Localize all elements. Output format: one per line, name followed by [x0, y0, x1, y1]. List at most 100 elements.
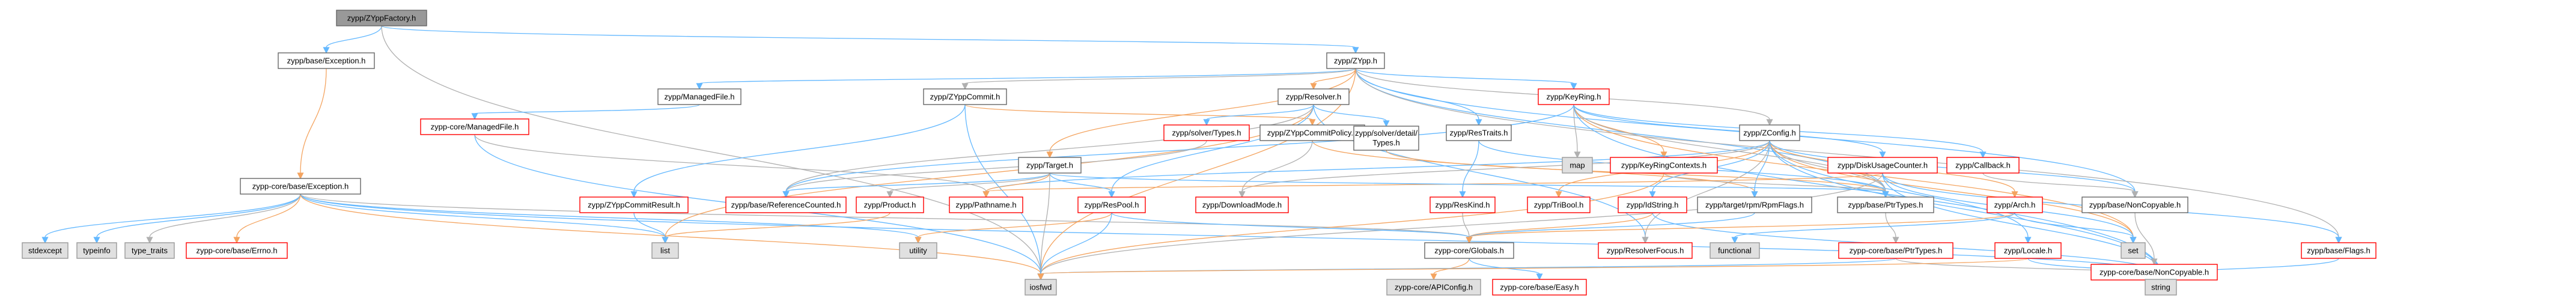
- edge-zyppcommit-to-iosfwd: [964, 104, 1044, 281]
- node-resolverfocus[interactable]: zypp/ResolverFocus.h: [1598, 242, 1693, 259]
- node-label: set: [2128, 246, 2139, 255]
- node-keyringcontexts[interactable]: zypp/KeyRingContexts.h: [1610, 157, 1718, 174]
- node-label: zypp/Arch.h: [1994, 201, 2036, 210]
- node-core_exception[interactable]: zypp-core/base/Exception.h: [240, 178, 361, 195]
- node-zyppcommit[interactable]: zypp/ZYppCommit.h: [923, 88, 1007, 105]
- node-core_ptrtypes[interactable]: zypp-core/base/PtrTypes.h: [1838, 242, 1953, 259]
- edge-arch-to-core_globals: [1466, 212, 2015, 244]
- edge-restraits-to-reskind: [1459, 140, 1479, 198]
- node-stdexcept: stdexcept: [22, 242, 69, 259]
- node-keyring[interactable]: zypp/KeyRing.h: [1538, 88, 1610, 105]
- node-reskind[interactable]: zypp/ResKind.h: [1430, 196, 1496, 213]
- node-label: zypp-core/base/PtrTypes.h: [1850, 246, 1943, 255]
- edge-noncopyable-to-core_noncopyable: [2134, 212, 2158, 266]
- node-core_managedfile[interactable]: zypp-core/ManagedFile.h: [420, 118, 529, 135]
- node-label: zypp-core/Globals.h: [1434, 246, 1504, 255]
- node-solver_detail_types[interactable]: zypp/solver/detail/Types.h: [1353, 126, 1419, 151]
- edge-target-to-ptrtypes: [1049, 172, 1889, 198]
- edge-target-to-product: [886, 172, 1050, 198]
- node-label: zypp/Callback.h: [1955, 161, 2011, 170]
- node-product[interactable]: zypp/Product.h: [856, 196, 924, 213]
- node-zyppcommitpolicy[interactable]: zypp/ZYppCommitPolicy.h: [1259, 124, 1365, 141]
- node-label: list: [660, 246, 670, 255]
- node-label: zypp/ZYppCommit.h: [930, 93, 1000, 102]
- node-label: utility: [909, 246, 927, 255]
- node-label: zypp/ZYppFactory.h: [347, 14, 416, 23]
- edge-zypp_zypp-to-target: [1046, 68, 1356, 159]
- edge-core_exception-to-stdexcept: [41, 193, 301, 244]
- node-restraits[interactable]: zypp/ResTraits.h: [1446, 124, 1512, 141]
- node-label: zypp/TriBool.h: [1534, 201, 1584, 210]
- node-respool[interactable]: zypp/ResPool.h: [1077, 196, 1146, 213]
- node-zconfig[interactable]: zypp/ZConfig.h: [1739, 124, 1800, 141]
- node-zypp_base_exception[interactable]: zypp/base/Exception.h: [278, 52, 375, 69]
- node-zypp_zypp[interactable]: zypp/ZYpp.h: [1326, 52, 1385, 69]
- node-label: zypp/KeyRingContexts.h: [1621, 161, 1707, 170]
- node-downloadmode[interactable]: zypp/DownloadMode.h: [1195, 196, 1289, 213]
- node-label: zypp-core/base/NonCopyable.h: [2099, 268, 2209, 277]
- node-label: zypp/base/NonCopyable.h: [2089, 201, 2181, 210]
- edge-target-to-referencecounted: [782, 172, 1050, 198]
- node-label: zypp-core/APIConfig.h: [1395, 283, 1473, 292]
- node-label: Types.h: [1372, 138, 1400, 147]
- node-idstring[interactable]: zypp/IdString.h: [1618, 196, 1687, 213]
- node-label: zypp/target/rpm/RpmFlags.h: [1705, 201, 1804, 210]
- node-label: zypp/ResKind.h: [1435, 201, 1490, 210]
- node-type_traits: type_traits: [124, 242, 175, 259]
- node-managedfile[interactable]: zypp/ManagedFile.h: [657, 88, 741, 105]
- node-flags[interactable]: zypp/base/Flags.h: [2301, 242, 2377, 259]
- node-label: zypp/Target.h: [1026, 161, 1073, 170]
- node-target[interactable]: zypp/Target.h: [1018, 157, 1082, 174]
- edge-zyppcommitresult-to-list: [633, 212, 669, 244]
- node-label: zypp/ManagedFile.h: [664, 93, 734, 102]
- node-core_errno[interactable]: zypp-core/base/Errno.h: [186, 242, 288, 259]
- node-label: zypp/Locale.h: [2004, 246, 2052, 255]
- node-resolver[interactable]: zypp/Resolver.h: [1277, 88, 1350, 105]
- edge-resolver-to-solver_types: [1203, 104, 1314, 126]
- edge-target-to-pathname: [982, 172, 1050, 198]
- edge-zypp_zypp-to-keyring: [1355, 68, 1577, 90]
- node-core_easy[interactable]: zypp-core/base/Easy.h: [1492, 279, 1587, 296]
- node-label: string: [2151, 283, 2170, 292]
- node-utility: utility: [899, 242, 937, 259]
- node-noncopyable[interactable]: zypp/base/NonCopyable.h: [2081, 196, 2188, 213]
- node-label: zypp/DiskUsageCounter.h: [1838, 161, 1928, 170]
- node-label: zypp/Pathname.h: [955, 201, 1016, 210]
- node-label: zypp/Product.h: [864, 201, 916, 210]
- edge-zyppcommit-to-zyppcommitresult: [630, 104, 966, 198]
- edge-ptrtypes-to-core_ptrtypes: [1885, 212, 1899, 244]
- node-core_globals[interactable]: zypp-core/Globals.h: [1424, 242, 1514, 259]
- node-core_noncopyable[interactable]: zypp-core/base/NonCopyable.h: [2090, 264, 2218, 281]
- node-label: zypp/base/Exception.h: [287, 56, 366, 65]
- node-label: zypp/ResolverFocus.h: [1607, 246, 1684, 255]
- node-list: list: [651, 242, 679, 259]
- nodes-layer: zypp/ZYppFactory.h zypp/base/Exception.h z…: [22, 10, 2377, 296]
- node-label: zypp-core/base/Exception.h: [252, 182, 349, 191]
- node-zyppfactory: zypp/ZYppFactory.h: [336, 10, 427, 26]
- edge-zconfig-to-rpmflags: [1751, 140, 1770, 198]
- node-ptrtypes[interactable]: zypp/base/PtrTypes.h: [1837, 196, 1934, 213]
- node-arch[interactable]: zypp/Arch.h: [1987, 196, 2043, 213]
- node-diskusagecounter[interactable]: zypp/DiskUsageCounter.h: [1827, 157, 1938, 174]
- node-solver_types[interactable]: zypp/solver/Types.h: [1163, 124, 1250, 141]
- node-rpmflags[interactable]: zypp/target/rpm/RpmFlags.h: [1697, 196, 1812, 213]
- node-map: map: [1562, 157, 1593, 174]
- node-label: zypp/solver/Types.h: [1172, 129, 1241, 138]
- node-label: typeinfo: [83, 246, 111, 255]
- node-callback[interactable]: zypp/Callback.h: [1946, 157, 2020, 174]
- node-tribool[interactable]: zypp/TriBool.h: [1527, 196, 1591, 213]
- edge-zyppfactory-to-zypp_base_exception: [323, 25, 382, 54]
- node-zyppcommitresult[interactable]: zypp/ZYppCommitResult.h: [579, 196, 689, 213]
- edge-respool-to-core_globals: [1111, 212, 1473, 244]
- node-string: string: [2145, 279, 2177, 296]
- node-pathname[interactable]: zypp/Pathname.h: [949, 196, 1023, 213]
- edge-managedfile-to-core_managedfile: [471, 104, 700, 120]
- edge-idstring-to-core_globals: [1466, 212, 1653, 244]
- edge-zypp_base_exception-to-core_exception: [297, 68, 327, 180]
- node-locale[interactable]: zypp/Locale.h: [1994, 242, 2062, 259]
- edge-zconfig-to-locale: [1769, 140, 2032, 244]
- edge-zyppfactory-to-zypp_zypp: [381, 25, 1359, 54]
- node-referencecounted[interactable]: zypp/base/ReferenceCounted.h: [725, 196, 847, 213]
- edge-resolver-to-solver_detail_types: [1313, 104, 1390, 127]
- node-label: functional: [1718, 246, 1752, 255]
